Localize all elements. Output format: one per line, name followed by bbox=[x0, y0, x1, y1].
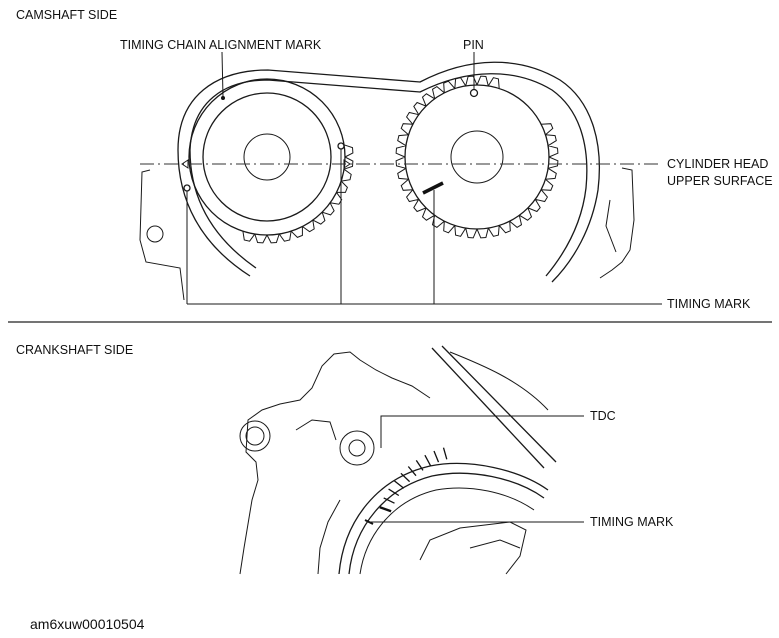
degree-tick bbox=[424, 454, 432, 467]
camshaft-side-title: CAMSHAFT SIDE bbox=[16, 8, 117, 22]
right-sprocket-hub bbox=[450, 130, 504, 184]
left-timing-mark-b bbox=[337, 142, 345, 150]
degree-tick bbox=[415, 460, 424, 471]
leader-tdc bbox=[380, 415, 584, 448]
chain-guide-b bbox=[441, 345, 557, 463]
crank-hub-recess bbox=[419, 521, 527, 575]
right-sprocket-rim bbox=[404, 84, 550, 230]
label-cylinder-head-1: CYLINDER HEAD bbox=[667, 157, 768, 171]
degree-tick bbox=[442, 447, 448, 460]
camshaft-leaders bbox=[186, 51, 662, 305]
timing-chain-inner bbox=[189, 73, 588, 277]
left-sprocket-rim bbox=[202, 92, 332, 222]
label-alignment-mark: TIMING CHAIN ALIGNMENT MARK bbox=[120, 38, 322, 52]
block-bolt-boss-outer bbox=[239, 420, 271, 452]
head-rib-right bbox=[605, 199, 617, 253]
head-wall-right bbox=[599, 167, 635, 279]
degree-tick bbox=[400, 472, 411, 483]
crank-stud-inner bbox=[348, 439, 366, 457]
crank-stud-outer bbox=[339, 430, 375, 466]
crankshaft-illustration bbox=[239, 345, 557, 575]
chain-guide-curve bbox=[449, 351, 549, 411]
label-cylinder-head-2: UPPER SURFACE bbox=[667, 174, 773, 188]
block-casting-outline bbox=[239, 351, 431, 575]
left-teeth-outline bbox=[242, 144, 354, 244]
label-cam-timing-mark: TIMING MARK bbox=[667, 297, 751, 311]
label-pin: PIN bbox=[463, 38, 484, 52]
block-rib bbox=[295, 419, 337, 441]
timing-chain-left-run-inner bbox=[189, 149, 257, 269]
camshaft-illustration bbox=[139, 61, 635, 301]
degree-tick bbox=[383, 497, 395, 504]
degree-tick bbox=[379, 506, 392, 513]
head-bolt-hole-left bbox=[146, 225, 164, 243]
left-sprocket-teeth bbox=[242, 144, 354, 244]
label-crank-timing-mark: TIMING MARK bbox=[590, 515, 674, 529]
degree-tick bbox=[407, 466, 417, 477]
block-inner-edge bbox=[317, 499, 341, 575]
degree-scale bbox=[379, 447, 448, 513]
alignment-mark-dot bbox=[221, 96, 225, 100]
left-sprocket-outer bbox=[188, 78, 346, 236]
label-tdc: TDC bbox=[590, 409, 616, 423]
crank-pulley-outer bbox=[338, 462, 549, 575]
right-sprocket-timing-bar bbox=[422, 181, 444, 195]
right-sprocket-teeth bbox=[395, 75, 559, 239]
degree-tick bbox=[433, 450, 440, 463]
crank-pulley-inner bbox=[359, 487, 535, 575]
right-teeth-outline bbox=[395, 75, 559, 239]
pin-marker bbox=[469, 88, 479, 98]
crankshaft-side-title: CRANKSHAFT SIDE bbox=[16, 343, 133, 357]
crank-pulley-rim bbox=[348, 472, 545, 575]
crankshaft-leaders bbox=[369, 415, 584, 523]
degree-tick bbox=[393, 480, 405, 489]
block-bolt-boss bbox=[245, 426, 265, 446]
timing-chain-left-run bbox=[177, 149, 251, 277]
crank-hub-detail bbox=[469, 539, 521, 549]
head-wall-left bbox=[139, 169, 185, 301]
degree-tick bbox=[388, 488, 400, 497]
image-code: am6xuw00010504 bbox=[30, 616, 145, 632]
leader-alignment-mark bbox=[221, 51, 224, 98]
timing-chain bbox=[177, 61, 601, 283]
left-timing-mark-a bbox=[183, 184, 191, 192]
left-sprocket-hub bbox=[243, 133, 291, 181]
chain-guide-a bbox=[431, 347, 545, 469]
